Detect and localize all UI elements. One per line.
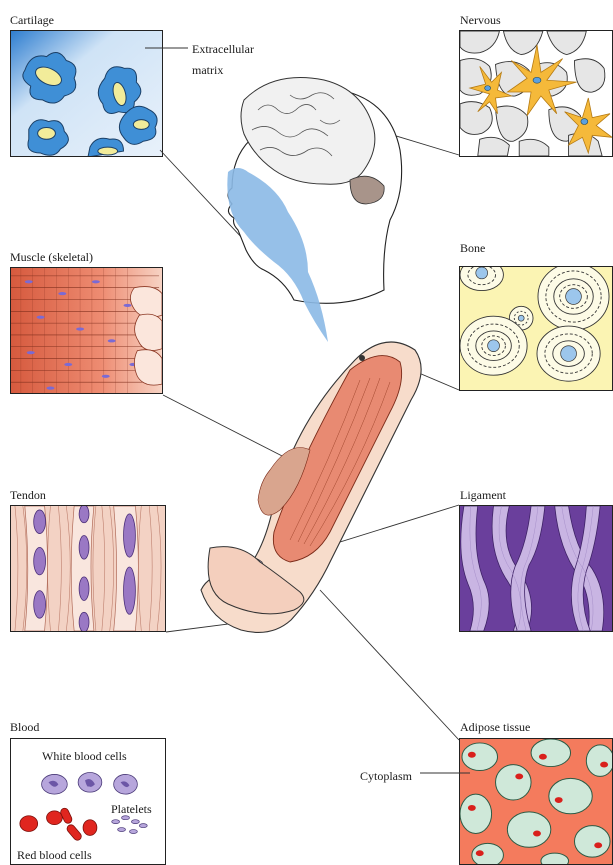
cartilage-panel: [10, 30, 163, 157]
blood-title: Blood: [10, 720, 39, 734]
adipose-leader: [320, 590, 459, 740]
nervous-title: Nervous: [460, 13, 501, 27]
muscle-leader: [163, 395, 290, 460]
nervous-panel: [459, 30, 613, 157]
leader-lines: [145, 48, 470, 773]
cartilage-leader: [160, 150, 300, 300]
tendon-panel: [10, 505, 166, 632]
ligament-leader: [250, 505, 459, 570]
arm-illustration: [201, 342, 421, 632]
ligament-title: Ligament: [460, 488, 506, 502]
extracellular-matrix-label-line1: Extracellular: [192, 42, 254, 56]
cytoplasm-label: Cytoplasm: [360, 769, 412, 783]
nervous-illustration: [460, 31, 612, 156]
bone-title: Bone: [460, 241, 485, 255]
bone-leader: [400, 365, 459, 390]
tendon-illustration: [11, 506, 165, 631]
ligament-panel: [459, 505, 613, 632]
tendon-title: Tendon: [10, 488, 46, 502]
adipose-illustration: [460, 739, 612, 864]
muscle-illustration: [11, 268, 162, 393]
muscle-panel: [10, 267, 163, 394]
bone-panel: [459, 266, 613, 391]
extracellular-matrix-label-line2: matrix: [192, 63, 223, 77]
head-illustration: [227, 78, 401, 343]
adipose-title: Adipose tissue: [460, 720, 530, 734]
platelets-label: Platelets: [111, 803, 152, 816]
bone-illustration: [460, 267, 612, 390]
cartilage-title: Cartilage: [10, 13, 54, 27]
muscle-title: Muscle (skeletal): [10, 250, 93, 264]
blood-panel: White blood cells Platelets Red blood ce…: [10, 738, 166, 865]
ligament-illustration: [460, 506, 612, 631]
red-blood-cells-label: Red blood cells: [17, 849, 92, 862]
cartilage-illustration: [11, 31, 162, 156]
tendon-leader: [166, 618, 275, 632]
adipose-panel: [459, 738, 613, 865]
nervous-leader: [360, 125, 459, 155]
white-blood-cells-label: White blood cells: [42, 750, 127, 763]
